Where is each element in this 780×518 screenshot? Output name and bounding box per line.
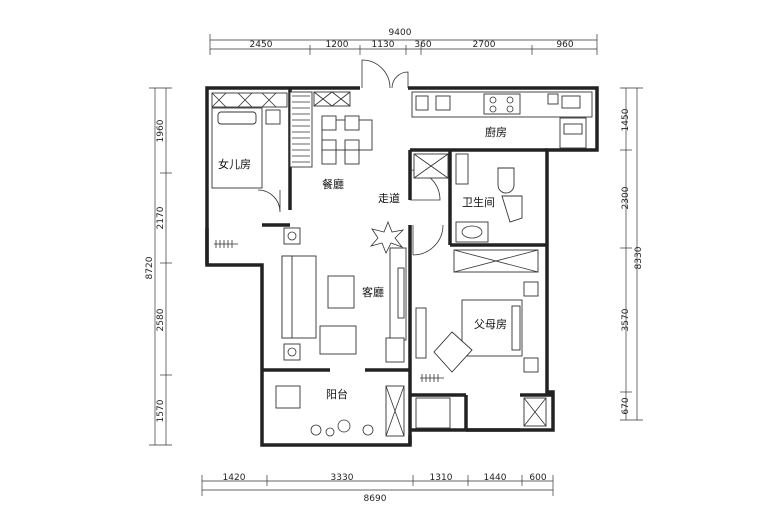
left-seg-4: 1570 — [156, 399, 166, 422]
balcony-furniture: 阳台 — [275, 385, 547, 437]
bottom-seg-2: 3330 — [331, 473, 354, 483]
dining-label: 餐廳 — [322, 177, 344, 191]
left-total-label: 8720 — [145, 256, 155, 279]
top-dimension: 9400 2450 1200 1130 360 2700 960 — [209, 28, 598, 55]
corridor-label: 走道 — [378, 191, 400, 205]
plant-icon — [369, 220, 405, 254]
bottom-seg-5: 600 — [529, 473, 546, 483]
right-total-label: 8330 — [634, 246, 644, 269]
top-seg-4: 360 — [414, 40, 431, 50]
daughter-room-label: 女儿房 — [218, 157, 251, 171]
top-total-label: 9400 — [389, 28, 412, 38]
daughter-room-furniture: 女儿房 — [211, 91, 351, 248]
right-seg-2: 2300 — [621, 186, 631, 209]
left-seg-2: 2170 — [156, 206, 166, 229]
top-seg-5: 2700 — [473, 40, 496, 50]
doors — [257, 59, 444, 256]
living-room-furniture: 客廳 — [281, 227, 407, 363]
top-seg-3: 1130 — [372, 40, 395, 50]
bottom-seg-3: 1310 — [430, 473, 453, 483]
dining-furniture: 餐廳 走道 — [321, 115, 400, 205]
bathroom-furniture: 卫生间 — [413, 153, 523, 243]
top-seg-6: 960 — [556, 40, 573, 50]
left-dimension: 1960 2170 2580 1570 8720 — [145, 87, 172, 446]
left-seg-1: 1960 — [156, 119, 166, 142]
bottom-total-label: 8690 — [364, 494, 387, 504]
parents-room-label: 父母房 — [474, 318, 507, 331]
right-seg-1: 1450 — [621, 108, 631, 131]
kitchen-label: 廚房 — [485, 125, 507, 139]
bottom-dimension: 1420 3330 1310 1440 600 8690 — [201, 473, 554, 504]
top-seg-1: 2450 — [250, 40, 273, 50]
balcony-label: 阳台 — [326, 387, 348, 401]
bottom-seg-4: 1440 — [484, 473, 507, 483]
left-seg-3: 2580 — [156, 308, 166, 331]
right-seg-3: 3570 — [621, 308, 631, 331]
kitchen-furniture: 廚房 — [411, 91, 593, 149]
walls — [205, 86, 599, 447]
top-seg-2: 1200 — [326, 40, 349, 50]
bottom-seg-1: 1420 — [223, 473, 246, 483]
bathroom-label: 卫生间 — [462, 195, 495, 209]
right-dimension: 1450 2300 3570 670 8330 — [620, 87, 644, 421]
right-seg-4: 670 — [621, 397, 631, 414]
living-room-label: 客廳 — [362, 285, 384, 299]
parents-room-furniture: 父母房 — [415, 249, 539, 382]
